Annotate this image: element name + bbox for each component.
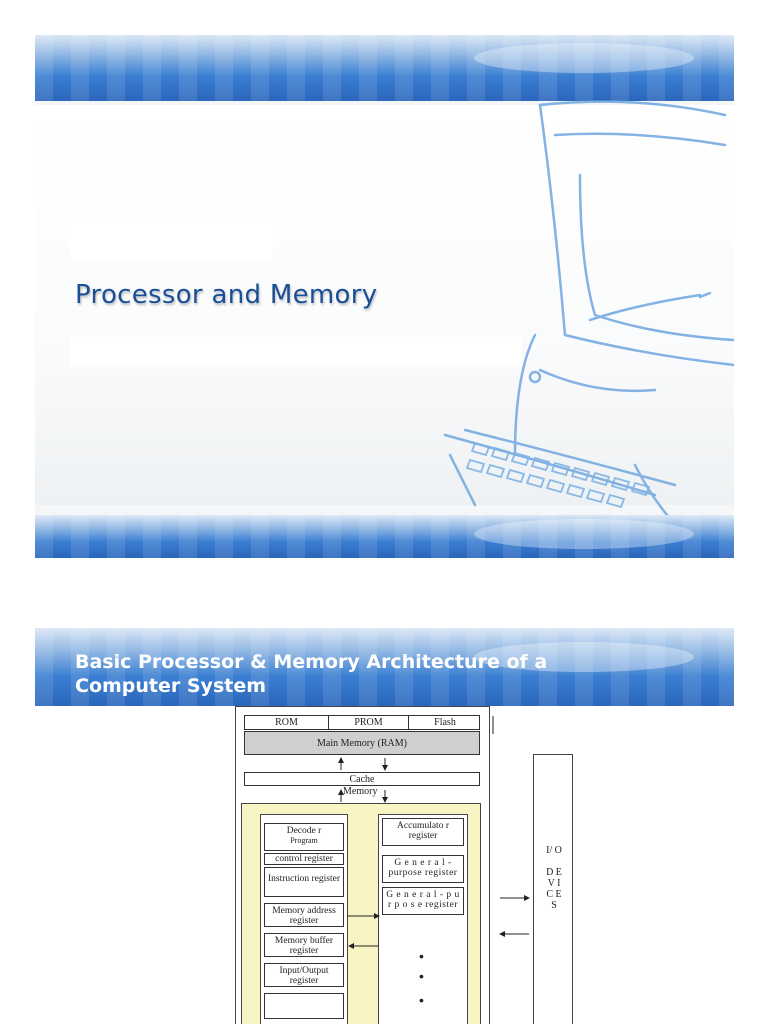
control-register-column: Decode r Program control register Instru… xyxy=(260,814,348,1024)
cache-box: Cache xyxy=(244,772,480,786)
control-register: control register xyxy=(264,853,344,865)
memory-buffer-register: Memory buffer register xyxy=(264,933,344,957)
accumulator-register: Accumulato r register xyxy=(382,818,464,846)
ellipsis-dot: • xyxy=(419,992,424,1008)
empty-register xyxy=(264,993,344,1019)
io-devices-label: I/ O D E V I C E S xyxy=(546,845,562,911)
slide-2: Basic Processor & Memory Architecture of… xyxy=(35,628,734,1024)
footer-placeholder-bar xyxy=(70,337,522,367)
general-purpose-register-2: G e n e r a l - p u r p o s e register xyxy=(382,887,464,915)
diagram-arrows xyxy=(338,716,530,949)
slide-2-title: Basic Processor & Memory Architecture of… xyxy=(75,651,548,697)
program-label: Program xyxy=(290,836,318,845)
prom-cell: PROM xyxy=(329,716,409,730)
slide-1: Processor and Memory xyxy=(35,35,734,558)
io-devices-box: I/ O D E V I C E S xyxy=(533,754,573,1024)
slide-2-header-band xyxy=(35,628,734,706)
main-memory-box: Main Memory (RAM) xyxy=(244,731,480,755)
general-purpose-register-1: G e n e r a l - purpose register xyxy=(382,855,464,883)
input-output-register: Input/Output register xyxy=(264,963,344,987)
computer-sketch-illustration xyxy=(443,100,734,537)
rom-prom-flash-row: ROM PROM Flash xyxy=(244,715,480,730)
decoder-register: Decode r Program xyxy=(264,823,344,851)
ellipsis-dot: • xyxy=(419,968,424,984)
footer-band xyxy=(35,515,734,558)
processor-area: Decode r Program control register Instru… xyxy=(241,803,481,1024)
memory-address-register: Memory address register xyxy=(264,903,344,927)
header-band xyxy=(35,35,734,101)
slide-1-title: Processor and Memory xyxy=(75,280,378,310)
system-frame xyxy=(235,706,490,1024)
title-panel xyxy=(35,105,734,505)
architecture-diagram: ROM PROM Flash Main Memory (RAM) Cache M… xyxy=(235,706,695,1024)
ellipsis-dot: • xyxy=(419,948,424,964)
subtitle-placeholder-bar xyxy=(70,222,273,260)
instruction-register: Instruction register xyxy=(264,867,344,897)
general-register-column: Accumulato r register G e n e r a l - pu… xyxy=(378,814,468,1024)
decoder-label: Decode r xyxy=(286,826,322,836)
cache-memory-label: Memory xyxy=(343,786,378,797)
flash-cell: Flash xyxy=(434,717,456,728)
rom-cell: ROM xyxy=(245,716,329,730)
